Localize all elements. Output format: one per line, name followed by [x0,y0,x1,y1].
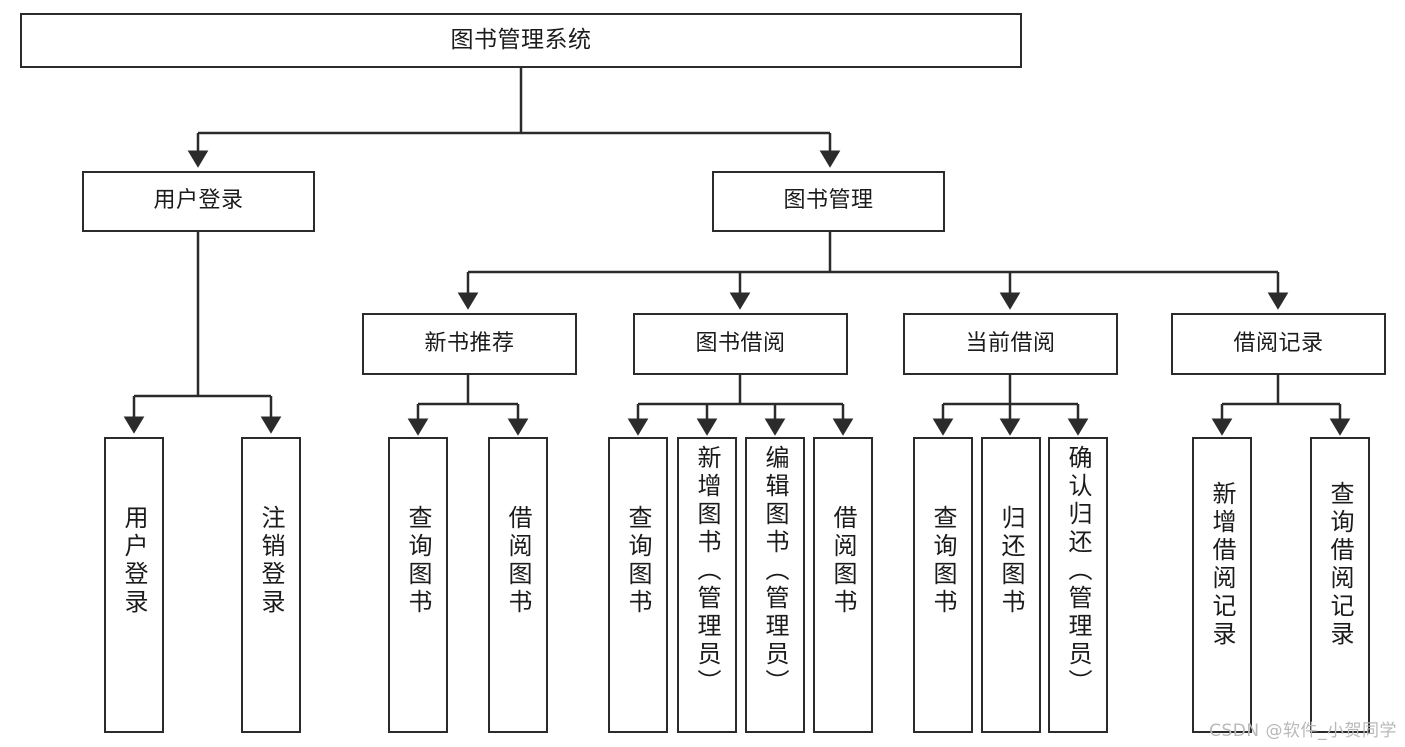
leaf-borrow-book-2[interactable]: 借阅图书 [813,437,873,733]
leaf-query-book-1[interactable]: 查询图书 [388,437,448,733]
leaf-logout[interactable]: 注销登录 [241,437,301,733]
leaf-add-book[interactable]: 新增图书（管理员） [677,437,737,733]
leaf-query-book-3-label: 查询图书 [929,505,957,617]
node-current-borrow[interactable]: 当前借阅 [903,313,1118,375]
leaf-borrow-book-1-label: 借阅图书 [504,505,532,617]
leaf-query-book-2[interactable]: 查询图书 [608,437,668,733]
leaf-confirm-return-label: 确认归还（管理员） [1064,445,1092,697]
leaf-query-book-2-label: 查询图书 [624,505,652,617]
node-borrow-record-label: 借阅记录 [1233,330,1324,356]
leaf-logout-label: 注销登录 [257,505,285,617]
leaf-query-book-3[interactable]: 查询图书 [913,437,973,733]
watermark: CSDN @软件_小贺同学 [1209,721,1397,741]
leaf-edit-book-label: 编辑图书（管理员） [761,445,789,697]
leaf-return-book-label: 归还图书 [997,505,1025,617]
leaf-user-login-label: 用户登录 [120,505,148,617]
leaf-return-book[interactable]: 归还图书 [981,437,1041,733]
node-new-book-recommend[interactable]: 新书推荐 [362,313,577,375]
node-current-borrow-label: 当前借阅 [965,330,1056,356]
leaf-confirm-return[interactable]: 确认归还（管理员） [1048,437,1108,733]
leaf-borrow-book-1[interactable]: 借阅图书 [488,437,548,733]
leaf-query-record-label: 查询借阅记录 [1326,481,1354,649]
leaf-query-record[interactable]: 查询借阅记录 [1310,437,1370,733]
leaf-add-record[interactable]: 新增借阅记录 [1192,437,1252,733]
node-book-manage[interactable]: 图书管理 [712,171,945,232]
node-borrow-record[interactable]: 借阅记录 [1171,313,1386,375]
leaf-user-login[interactable]: 用户登录 [104,437,164,733]
node-root[interactable]: 图书管理系统 [20,13,1022,68]
node-user-login-label: 用户登录 [153,188,244,214]
leaf-query-book-1-label: 查询图书 [404,505,432,617]
node-new-book-recommend-label: 新书推荐 [424,330,515,356]
node-book-borrow-label: 图书借阅 [695,330,786,356]
node-book-manage-label: 图书管理 [783,188,874,214]
leaf-borrow-book-2-label: 借阅图书 [829,505,857,617]
node-book-borrow[interactable]: 图书借阅 [633,313,848,375]
leaf-add-book-label: 新增图书（管理员） [693,445,721,697]
leaf-edit-book[interactable]: 编辑图书（管理员） [745,437,805,733]
node-user-login[interactable]: 用户登录 [82,171,315,232]
leaf-add-record-label: 新增借阅记录 [1208,481,1236,649]
node-root-label: 图书管理系统 [450,27,592,54]
